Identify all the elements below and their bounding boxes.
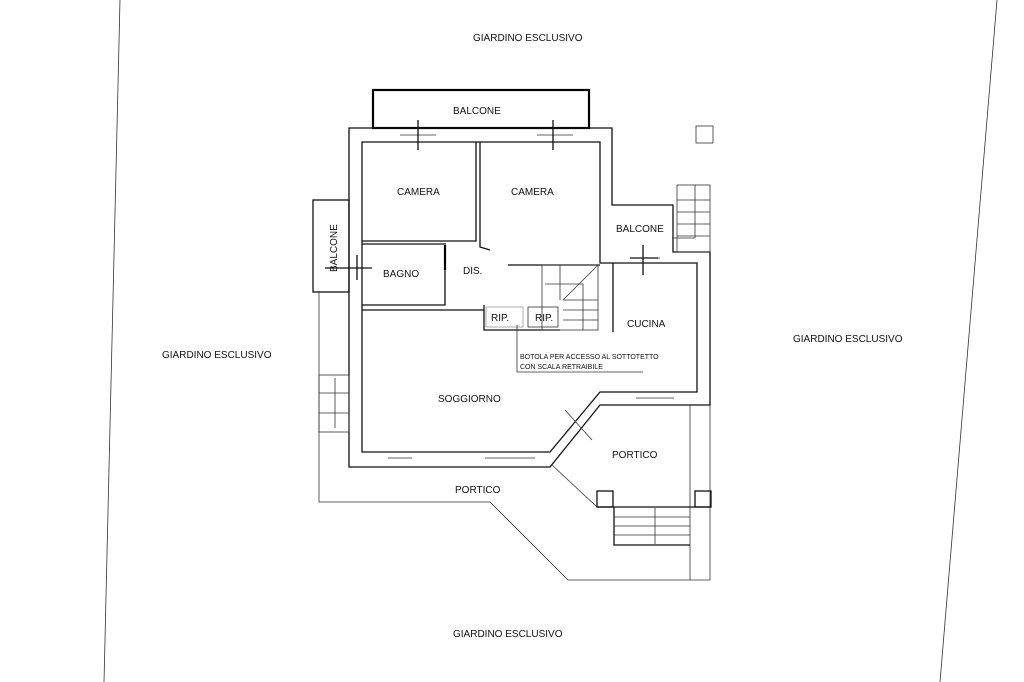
room-soggiorno-label: SOGGIORNO	[438, 394, 501, 405]
windows	[325, 120, 674, 459]
room-camera-2-label: CAMERA	[511, 187, 554, 198]
garden-left-label: GIARDINO ESCLUSIVO	[162, 350, 272, 361]
chimney-square	[695, 125, 714, 144]
balcony-top-label: BALCONE	[453, 106, 501, 117]
portico-outline	[318, 292, 712, 581]
balcony-left-label: BALCONE	[329, 224, 340, 272]
garden-top-label: GIARDINO ESCLUSIVO	[473, 33, 583, 44]
stairs-right-balcony	[672, 184, 711, 253]
room-camera-1-label: CAMERA	[397, 187, 440, 198]
balcony-right-label: BALCONE	[616, 224, 664, 235]
storage-2-label: RIP.	[535, 313, 553, 324]
note-leader	[516, 325, 643, 373]
garden-right-label: GIARDINO ESCLUSIVO	[793, 334, 903, 345]
room-dis-label: DIS.	[463, 266, 482, 277]
portico-bottom-label: PORTICO	[455, 485, 501, 496]
property-boundary	[103, 0, 998, 682]
interior-walls	[362, 142, 614, 332]
stairs-portico	[613, 507, 690, 546]
room-bagno-label: BAGNO	[383, 269, 419, 280]
storage-1-label: RIP.	[491, 313, 509, 324]
note-line-2: CON SCALA RETRAIBILE	[520, 364, 603, 371]
storage-2-box	[527, 306, 559, 328]
note-line-1: BOTOLA PER ACCESSO AL SOTTOTETTO	[520, 354, 659, 361]
room-cucina-label: CUCINA	[627, 319, 666, 330]
garden-bottom-label: GIARDINO ESCLUSIVO	[453, 629, 563, 640]
balcony-left	[312, 199, 350, 293]
portico-right-label: PORTICO	[612, 450, 658, 461]
stairs-left	[318, 374, 350, 433]
internal-stairs	[541, 264, 599, 331]
external-walls	[348, 127, 711, 468]
storage-1-box	[485, 306, 524, 328]
